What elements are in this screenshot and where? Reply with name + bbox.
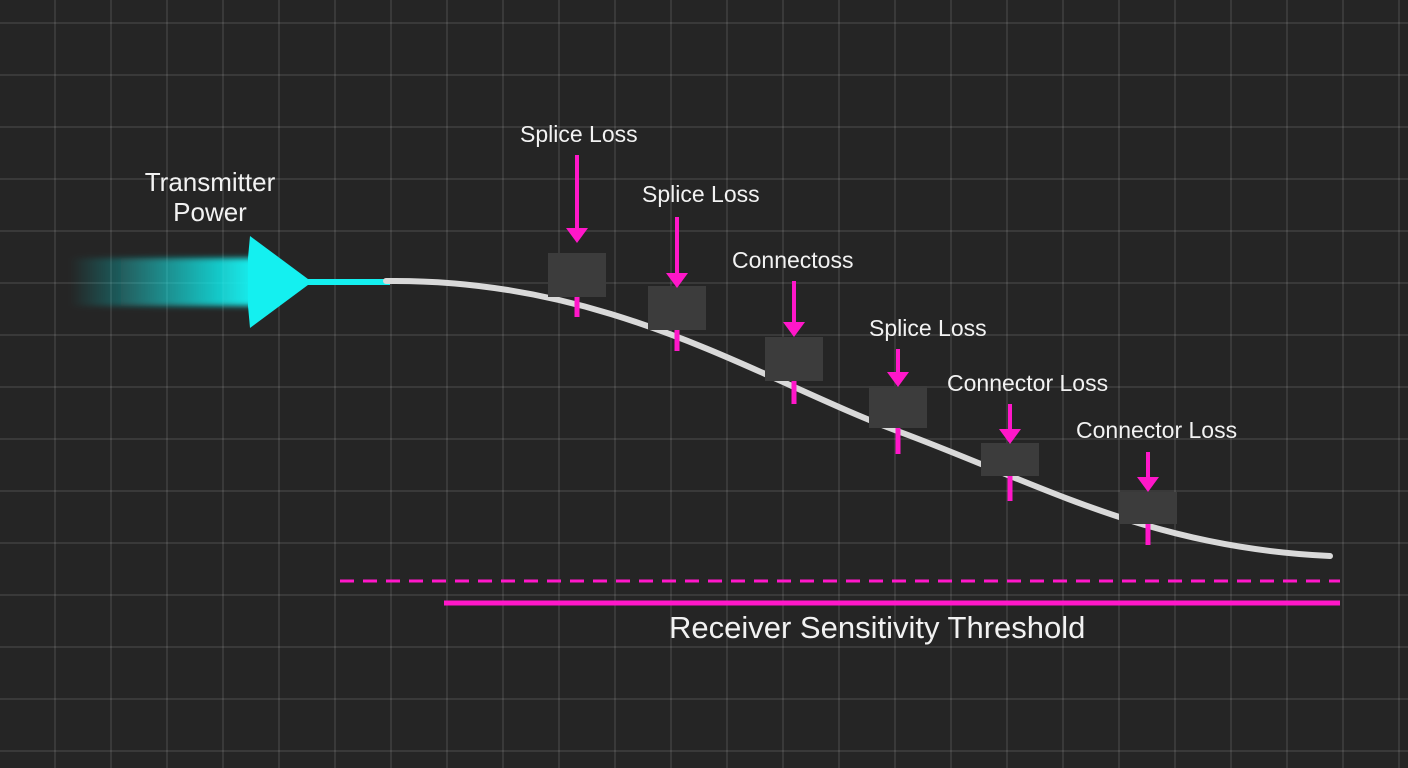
transmitter-label-line1: Transmitter [144,167,276,197]
loss-label-6: Connector Loss [1076,417,1238,443]
loss-box-5 [981,443,1039,476]
loss-label-3: Connectoss [732,247,854,273]
down-arrow-icon [887,372,909,387]
loss-event-2 [648,217,706,351]
loss-box-6 [1119,492,1177,524]
loss-box-3 [765,337,823,381]
loss-event-4 [869,349,927,454]
loss-label-2: Splice Loss [642,181,760,207]
down-arrow-icon [783,322,805,337]
down-arrow-icon [566,228,588,243]
loss-event-6 [1119,452,1177,545]
arrow-tail [70,258,255,306]
down-arrow-icon [999,429,1021,444]
loss-box-2 [648,286,706,330]
right-arrow-icon [248,236,312,328]
loss-box-4 [869,386,927,428]
transmitter-power-label: Transmitter Power [134,167,286,228]
threshold-label: Receiver Sensitivity Threshold [669,610,1086,645]
loss-box-1 [548,253,606,297]
transmitter-label-line2: Power [173,196,247,227]
loss-event-5 [981,404,1039,501]
loss-markers [548,155,1177,545]
loss-event-1 [548,155,606,317]
loss-label-1: Splice Loss [520,121,638,147]
loss-label-4: Splice Loss [869,315,987,341]
down-arrow-icon [1137,477,1159,492]
loss-event-3 [765,281,823,404]
down-arrow-icon [666,273,688,288]
arrow-stem [300,279,390,285]
loss-label-5: Connector Loss [947,370,1109,396]
transmitter-power-arrow [70,236,390,328]
